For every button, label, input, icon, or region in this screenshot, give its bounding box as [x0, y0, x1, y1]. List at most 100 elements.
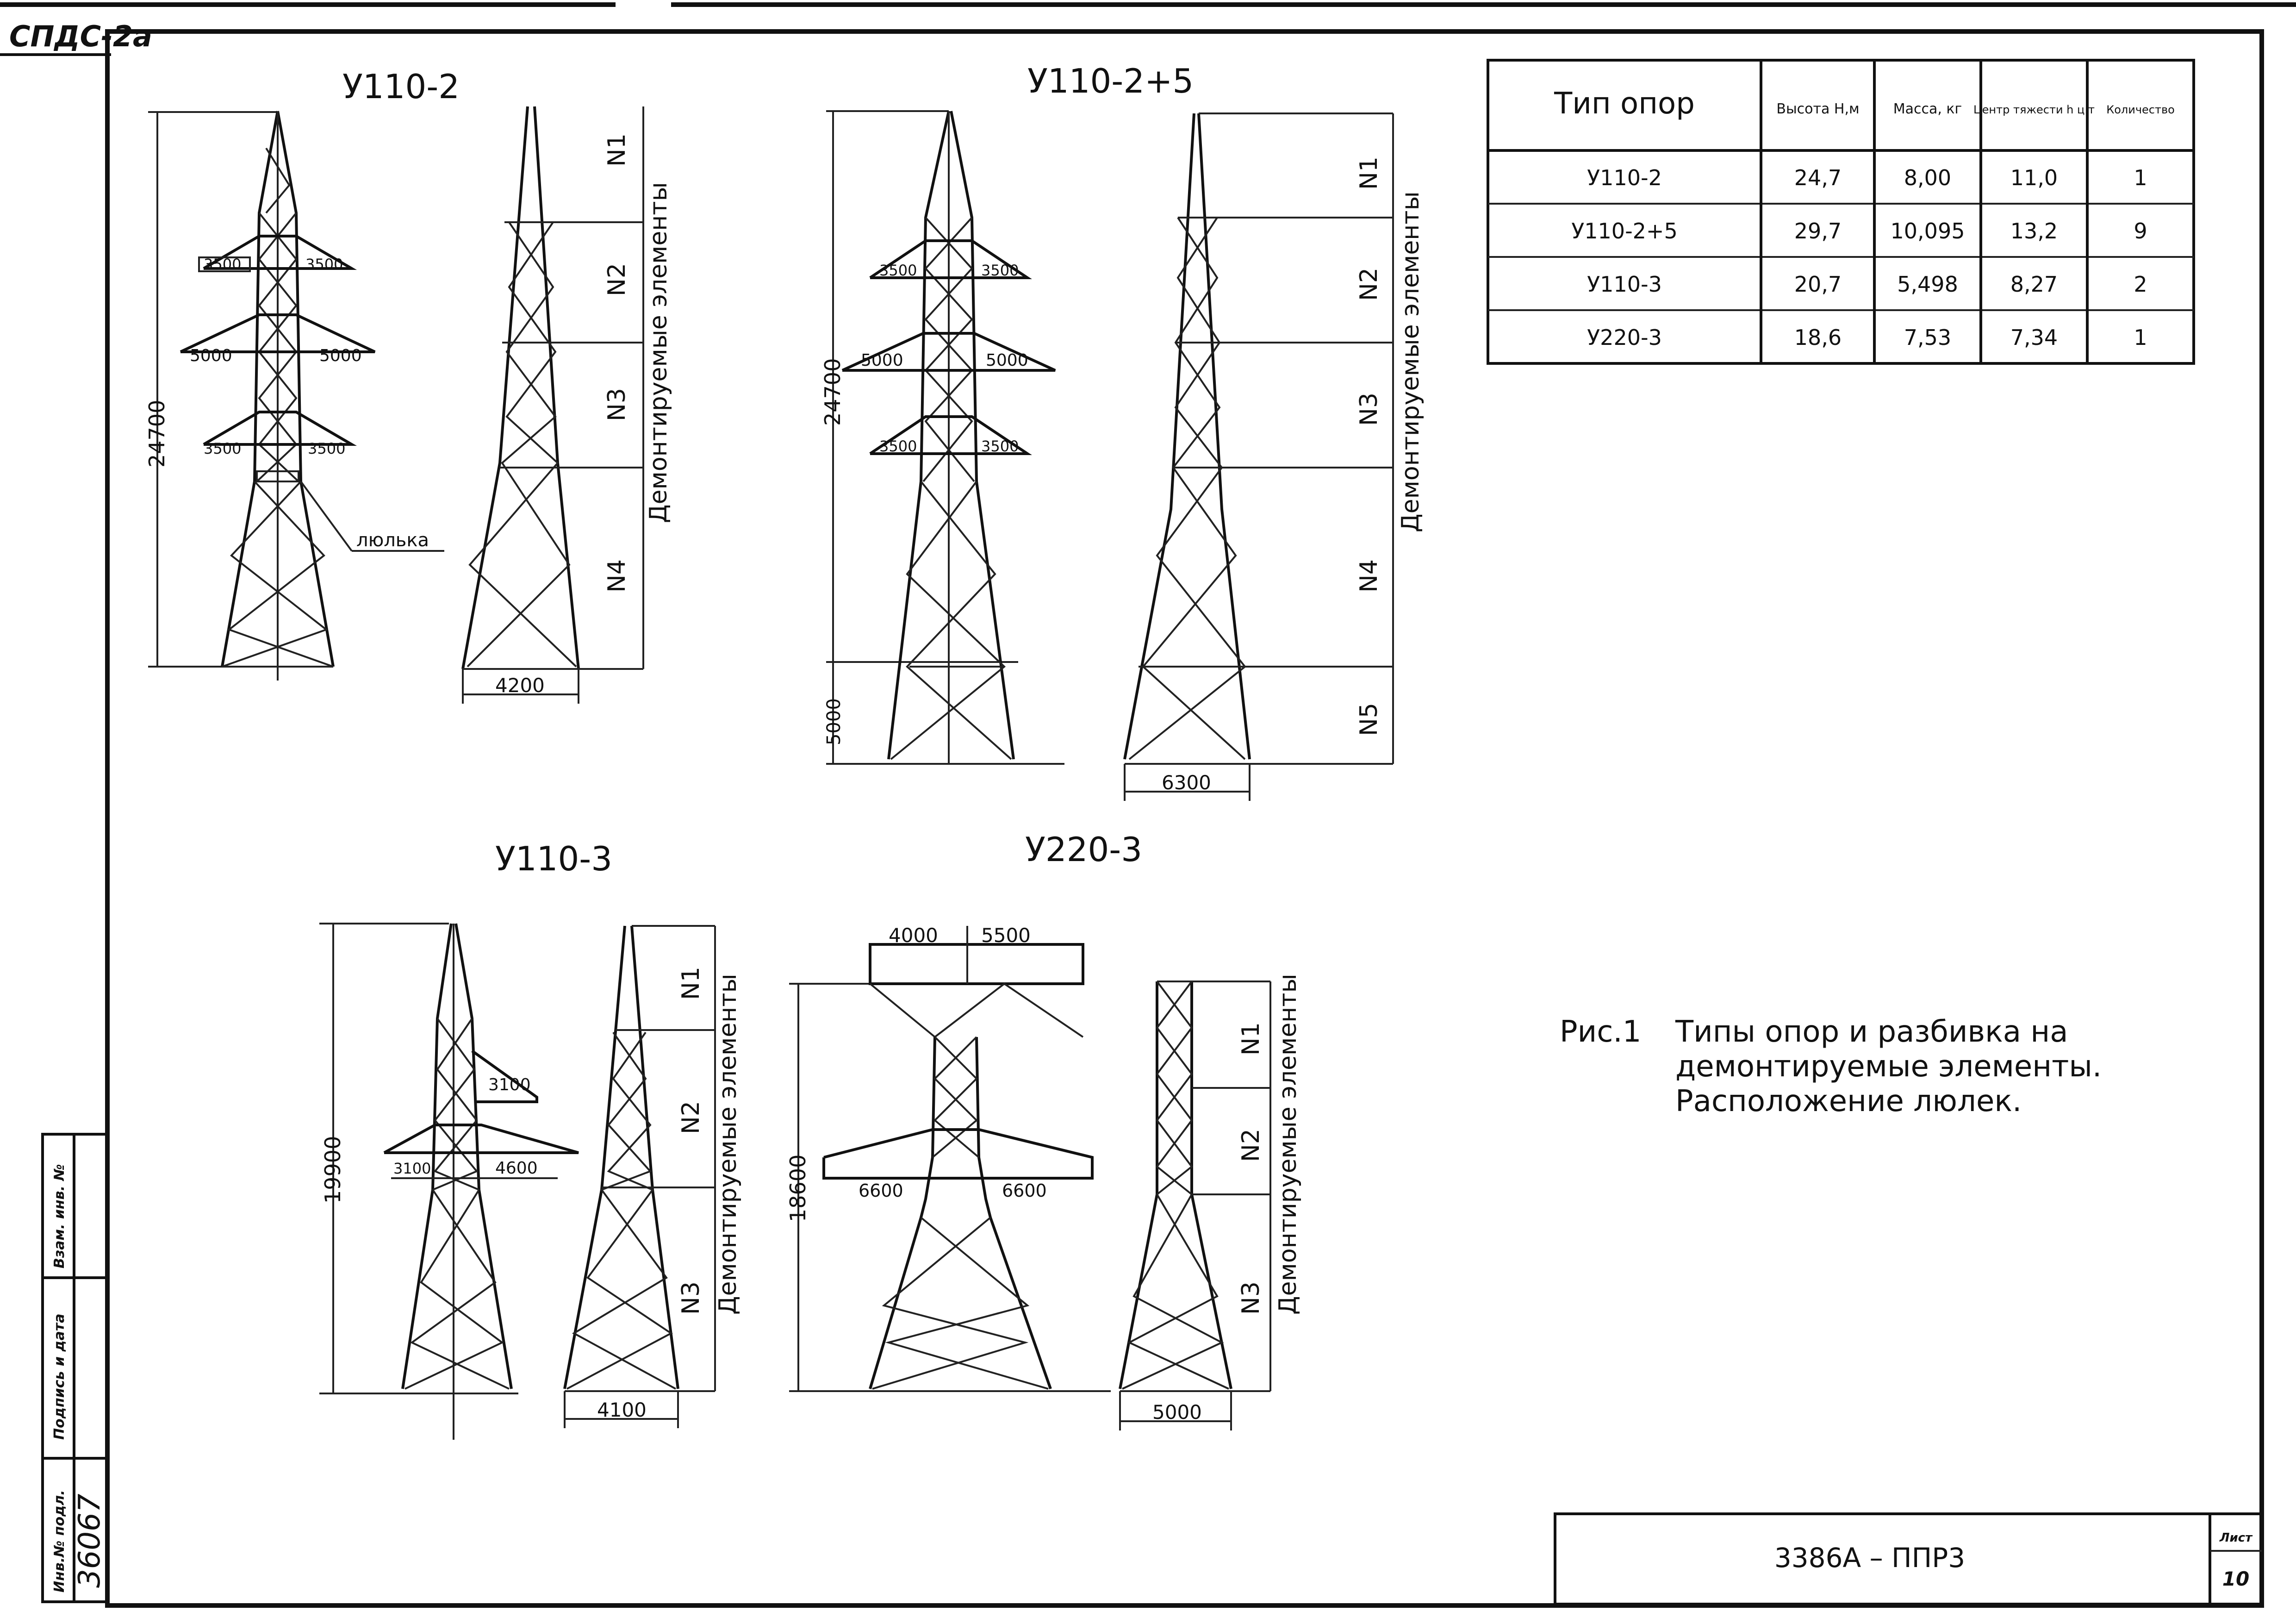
title-block-border [1554, 1512, 2263, 1605]
table-cell: 1 [2134, 325, 2147, 350]
arm-dim: 4000 [889, 924, 938, 947]
table-cell: 8,00 [1904, 165, 1951, 190]
arm-dim: 5000 [319, 346, 362, 365]
tower-u110-3-title: У110-3 [495, 839, 612, 878]
section-label: N1 [677, 967, 705, 1000]
arm-dim: 3500 [204, 440, 241, 457]
elements-label: Демонтируемые элементы [1397, 191, 1425, 532]
section-label: N5 [1355, 703, 1383, 736]
table-cell: 8,27 [2010, 272, 2058, 297]
table-cell: У110-3 [1587, 272, 1662, 297]
table-cell: 10,095 [1891, 219, 1965, 244]
elements-label: Демонтируемые элементы [1274, 974, 1302, 1315]
section-label: N3 [677, 1281, 705, 1315]
left-stamp: Инв.№ подл. Подпись и дата Взам. инв. № … [41, 1133, 109, 1603]
lattice [933, 1036, 980, 1158]
lattice [869, 982, 1084, 1038]
table-cell: 7,34 [2010, 325, 2058, 350]
section-label: N4 [603, 559, 631, 593]
lattice [922, 217, 973, 482]
drawing-frame [105, 29, 2264, 1608]
caption-line: Типы опор и разбивка на [1675, 1015, 2068, 1049]
table-header: Центр тяжести h ц.т [1973, 103, 2095, 116]
tower-leg [533, 106, 580, 669]
height-dim: 19900 [320, 1136, 345, 1204]
lattice [467, 221, 571, 668]
lattice [872, 1217, 1029, 1390]
tower-leg [950, 111, 1015, 760]
section-label: N1 [603, 133, 631, 167]
tower-leg [276, 111, 335, 667]
section-label: N3 [1237, 1281, 1265, 1315]
table-cell: 29,7 [1794, 219, 1842, 244]
sheet-code: СПДС-2а [9, 19, 152, 53]
sheet-number: 10 [2222, 1568, 2249, 1590]
arm-dim: 3500 [879, 437, 917, 455]
tower-leg [1190, 981, 1232, 1389]
section-label: N2 [603, 263, 631, 296]
table-header: Масса, кг [1893, 101, 1962, 117]
lattice [1127, 981, 1229, 1390]
inventory-number: 36067 [73, 1493, 107, 1588]
arm-dim: 6600 [1002, 1181, 1047, 1201]
tower-leg [461, 106, 529, 669]
stamp-label: Инв.№ подл. [51, 1490, 68, 1593]
elements-label: Демонтируемые элементы [714, 974, 742, 1315]
table-cell: 18,6 [1794, 325, 1842, 350]
table-cell: 5,498 [1897, 272, 1958, 297]
stamp-label: Подпись и дата [51, 1314, 68, 1440]
crossarm [203, 411, 357, 446]
top-crossarm [869, 943, 1084, 985]
height-dim: 24700 [144, 400, 169, 468]
section-label: N4 [1355, 559, 1383, 593]
tower-u110-2-5-front: У110-2+5 24700 5000 3500 3500 5000 5000 … [820, 62, 1194, 765]
lattice [1128, 217, 1246, 760]
tower-leg [1197, 113, 1251, 760]
table-cell: У220-3 [1587, 325, 1662, 350]
tower-leg [221, 111, 279, 667]
dim-box [198, 256, 251, 272]
table-border [1487, 59, 2195, 365]
arm-dim: 3100 [488, 1075, 531, 1094]
caption-fig: Рис.1 [1560, 1015, 1641, 1049]
tower-u220-3-front: У220-3 18600 4000 5500 6600 6600 [785, 830, 1142, 1392]
tower-u110-3-side: N1 N2 N3 Демонтируемые элементы 4100 [563, 925, 742, 1428]
title-block: 3386А – ППР3 Лист 10 [1554, 1512, 2263, 1605]
tower-u110-2-front: У110-2 24700 3500 3500 5000 5000 3500 35… [144, 67, 460, 681]
extension-dim: 5000 [823, 698, 845, 745]
table-cell: 20,7 [1794, 272, 1842, 297]
cradle-label: люлька [356, 530, 429, 551]
crossarm [841, 332, 1056, 372]
specs-table: Тип опор Высота Н,м Масса, кг Центр тяже… [1487, 59, 2195, 365]
base-dim: 4200 [495, 674, 545, 697]
arm-dim: 3500 [308, 440, 345, 457]
caption-line: демонтируемые элементы. [1675, 1049, 2102, 1084]
tower-u220-3-side: N1 N2 N3 Демонтируемые элементы 5000 [1119, 974, 1302, 1430]
table-header: Тип опор [1554, 87, 1695, 121]
tower-u110-2-title: У110-2 [342, 67, 460, 106]
crossarm [180, 313, 376, 353]
table-header: Количество [2106, 103, 2175, 116]
lattice [410, 1018, 510, 1390]
tower-leg [975, 1037, 1052, 1389]
caption-line: Расположение люлек. [1675, 1084, 2022, 1118]
arm-dim: 3500 [204, 256, 241, 273]
figure-caption: Рис.1 Типы опор и разбивка на демонтируе… [1560, 1015, 2102, 1118]
crossarm [383, 1124, 579, 1154]
tower-u110-2-5-title: У110-2+5 [1027, 62, 1194, 100]
tower-leg [1119, 981, 1158, 1389]
lattice [1122, 981, 1224, 1390]
tower-leg [401, 923, 453, 1389]
table-cell: 9 [2134, 219, 2147, 244]
document-code: 3386А – ППР3 [1774, 1542, 1965, 1574]
lattice [1142, 217, 1246, 760]
lattice [572, 1031, 676, 1390]
tower-u220-3-title: У220-3 [1025, 830, 1142, 869]
crossarm [471, 1049, 538, 1103]
table-header: Высота Н,м [1776, 101, 1859, 117]
tower-u110-2-side: N1 N2 N3 N4 Демонтируемые элементы 4200 [461, 106, 672, 704]
table-cell: 24,7 [1794, 165, 1842, 190]
table-cell: 2 [2134, 272, 2147, 297]
section-label: N2 [1237, 1129, 1265, 1162]
